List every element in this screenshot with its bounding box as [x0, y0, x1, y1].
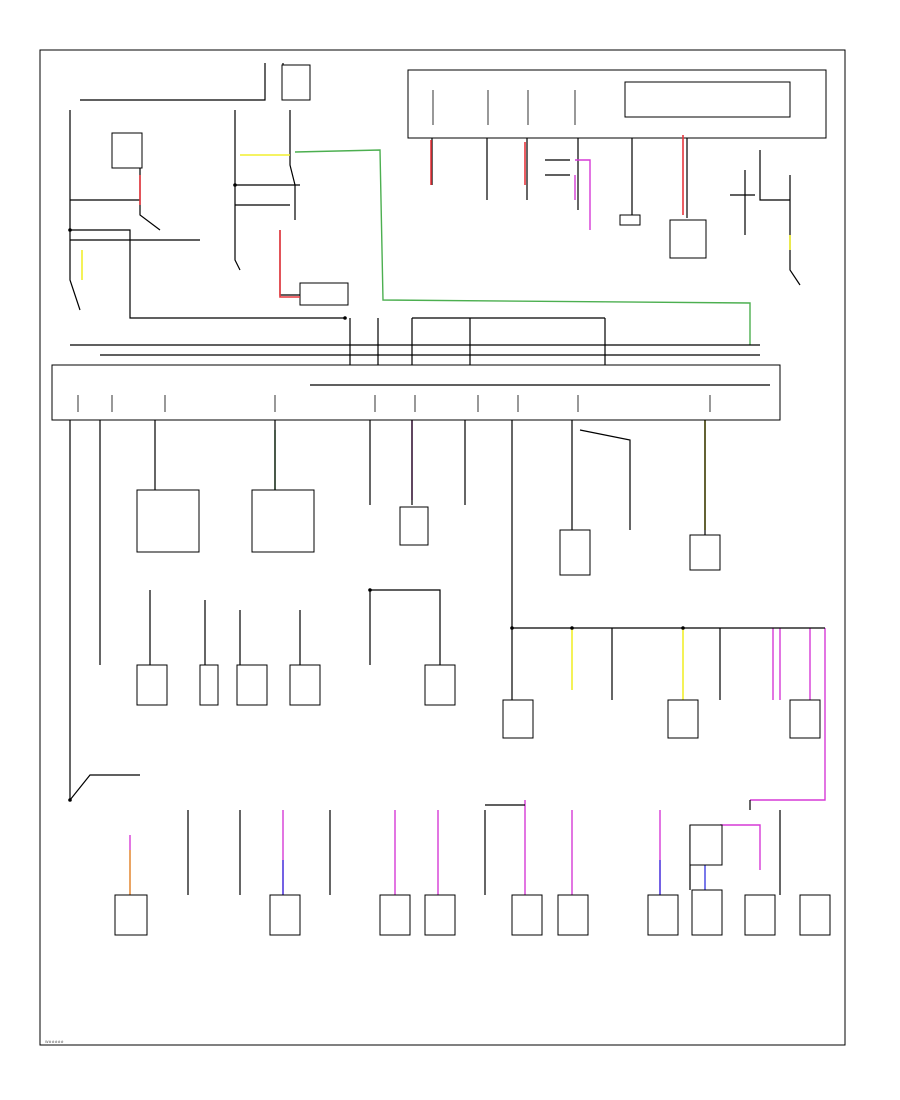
load-r3-425 [424, 894, 456, 936]
load-r3-650 [647, 894, 679, 936]
row2-loads [136, 590, 821, 739]
pink-wires [129, 159, 826, 895]
left-headlamp-module [136, 489, 200, 553]
component-412 [399, 506, 429, 546]
battery-module [624, 81, 791, 118]
lower-tap-wire [69, 774, 140, 801]
load-r3-692 [691, 889, 723, 936]
lower-small-component [619, 214, 641, 226]
load-r2-670 [667, 699, 699, 739]
diagram-code: W##### [45, 1040, 64, 1044]
load-r2-790 [789, 699, 821, 739]
component-562 [559, 529, 591, 576]
relay-left [111, 132, 143, 169]
load-r3-560 [557, 894, 589, 936]
blue-wires [282, 860, 706, 895]
load-r3-512 [511, 894, 543, 936]
load-r3-380 [379, 894, 411, 936]
middle-components [136, 489, 825, 665]
wire-green-main [294, 149, 751, 345]
top-left-module [281, 64, 311, 101]
load-r2-512 [502, 699, 534, 739]
load-r3-800 [799, 894, 831, 936]
load-r2-440 [424, 664, 456, 706]
right-headlamp-module [251, 489, 315, 553]
diagram-frame [39, 49, 846, 1046]
junction-box-small [299, 282, 349, 306]
component-692 [689, 534, 721, 571]
right-block-component [669, 219, 707, 259]
load-r2-250 [236, 664, 268, 706]
load-r2-205 [199, 664, 219, 706]
load-r2-300 [289, 664, 321, 706]
load-r3-270 [269, 894, 301, 936]
row3-loads [114, 804, 831, 936]
fuse-bus-section [51, 317, 781, 800]
relay-r3-720 [689, 824, 723, 866]
load-r3-750 [744, 894, 776, 936]
load-r2-150 [136, 664, 168, 706]
main-fuse-box [51, 364, 781, 421]
red-wires [139, 135, 684, 298]
load-r3-130 [114, 894, 148, 936]
top-section [69, 63, 827, 319]
splice-dots [68, 183, 685, 802]
